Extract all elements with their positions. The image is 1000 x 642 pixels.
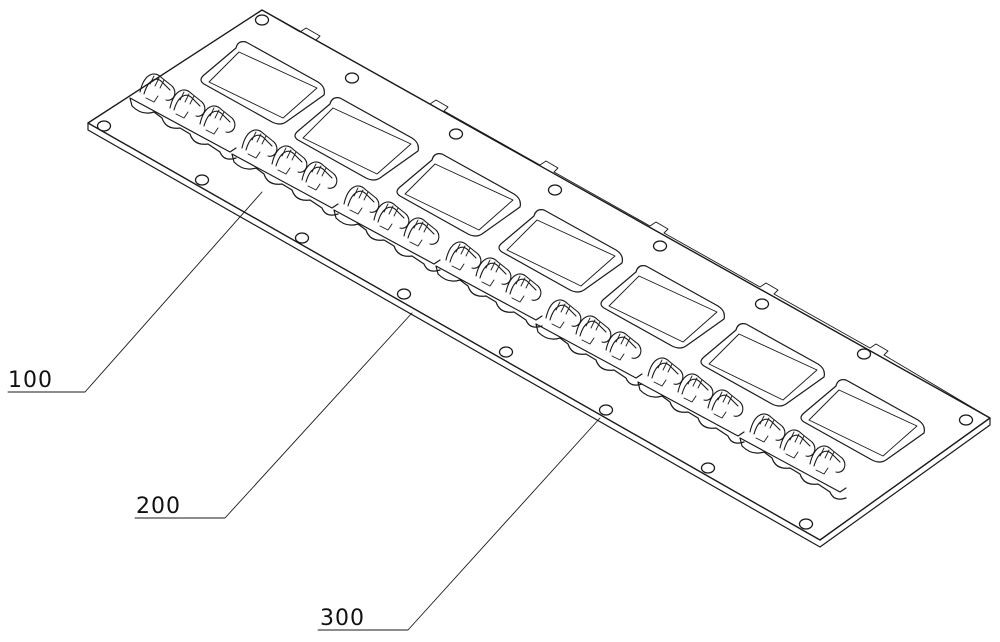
- reference-labels: 100 200 300: [8, 368, 365, 631]
- pilot-hole: [296, 233, 309, 243]
- reference-label-200: 200: [136, 494, 181, 519]
- cavity-window-inner-edge: [405, 164, 513, 230]
- reference-label-100: 100: [8, 368, 53, 393]
- pilot-hole: [500, 347, 513, 357]
- terminal-groups: [130, 74, 846, 499]
- pilot-hole: [398, 289, 411, 299]
- pilot-hole: [98, 121, 111, 131]
- pilot-hole: [702, 463, 715, 473]
- cavity-window-inner-edge: [609, 276, 717, 342]
- terminal-group: [436, 242, 542, 327]
- terminal-group: [638, 358, 744, 443]
- terminal-group: [232, 130, 338, 215]
- pilot-hole: [960, 415, 973, 425]
- terminal-group: [334, 186, 440, 271]
- cavity-windows: [201, 42, 924, 462]
- pilot-hole: [858, 349, 871, 359]
- pilot-hole: [654, 241, 667, 251]
- carrier-strip: [88, 10, 990, 547]
- pilot-hole: [756, 299, 769, 309]
- leader-line-200: [135, 313, 412, 518]
- reference-label-300: 300: [320, 606, 365, 631]
- cavity-window-inner-edge: [209, 52, 317, 118]
- pilot-hole: [450, 129, 463, 139]
- pilot-hole: [256, 15, 269, 25]
- terminal-group: [536, 300, 642, 385]
- pilot-hole: [346, 73, 359, 83]
- terminal-group: [740, 414, 846, 499]
- terminal-group: [130, 74, 236, 159]
- pilot-hole: [600, 405, 613, 415]
- pilot-hole: [196, 175, 209, 185]
- cavity-window-inner-edge: [507, 220, 615, 286]
- pilot-hole: [549, 185, 562, 195]
- leader-line-100: [8, 192, 262, 392]
- cavity-window-inner-edge: [303, 108, 411, 174]
- pilot-hole: [800, 519, 813, 529]
- leader-line-300: [318, 418, 600, 630]
